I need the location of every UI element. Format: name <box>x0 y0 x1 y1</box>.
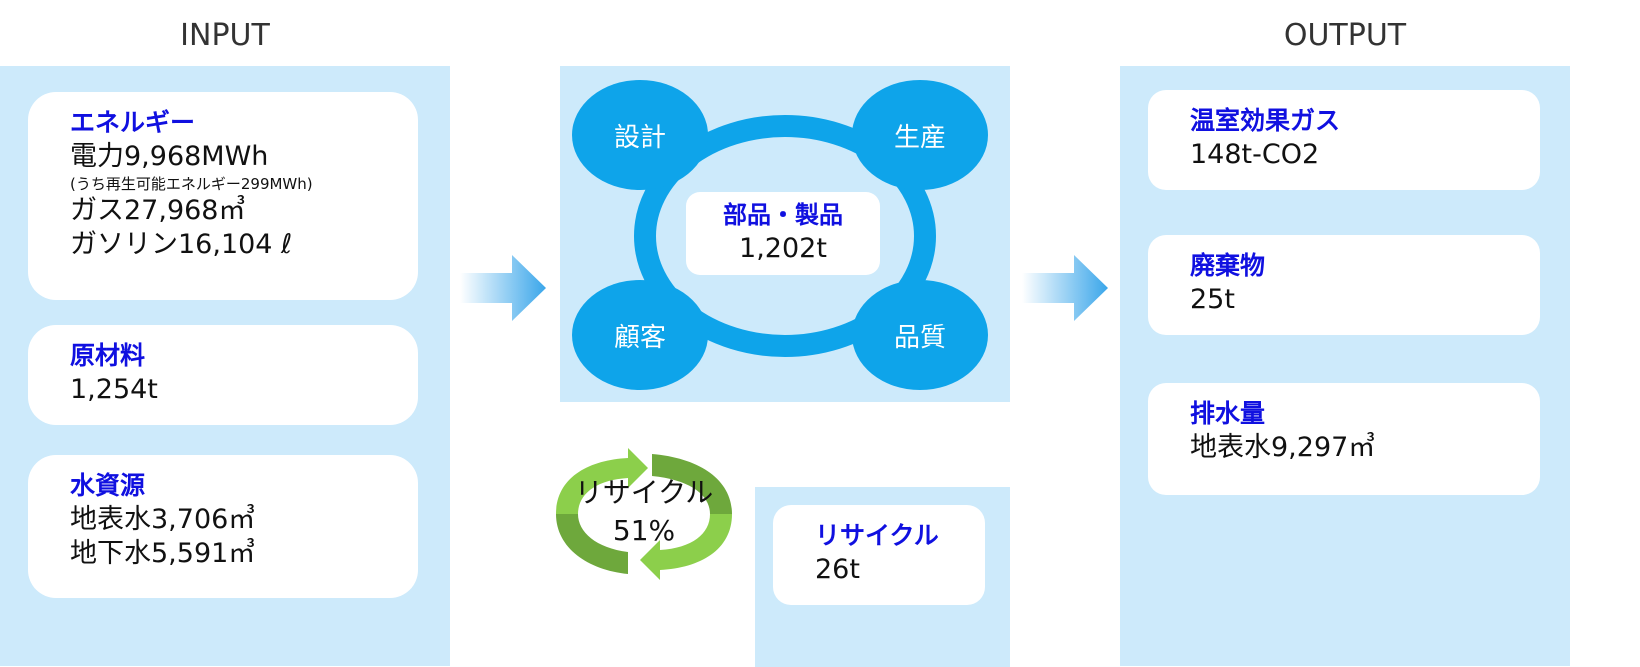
ghg-value: 148t-CO2 <box>1190 139 1320 170</box>
water-card: 水資源 地表水3,706㎥ 地下水5,591㎥ <box>28 455 418 598</box>
wastewater-value: 地表水9,297㎥ <box>1190 432 1376 463</box>
recycle-rate-label: リサイクル <box>574 476 714 509</box>
water-heading: 水資源 <box>70 471 146 500</box>
waste-heading: 廃棄物 <box>1190 251 1266 280</box>
product-heading: 部品・製品 <box>723 201 843 229</box>
energy-card: エネルギー 電力9,968MWh (うち再生可能エネルギー299MWh) ガス2… <box>28 92 418 300</box>
cycle-production: 生産 <box>852 80 988 190</box>
cycle-customer: 顧客 <box>572 280 708 390</box>
gasoline-value: ガソリン16,104 ℓ <box>70 229 293 260</box>
electricity-value: 電力9,968MWh <box>70 141 269 172</box>
product-value: 1,202t <box>739 233 827 264</box>
arrow-right-icon <box>460 255 546 321</box>
wastewater-card: 排水量 地表水9,297㎥ <box>1148 383 1540 495</box>
recycle-rate-value: 51% <box>612 514 676 547</box>
waste-card: 廃棄物 25t <box>1148 235 1540 335</box>
cycle-design: 設計 <box>572 80 708 190</box>
gas-value: ガス27,968㎥ <box>70 195 246 226</box>
input-title: INPUT <box>180 18 270 53</box>
materials-value: 1,254t <box>70 374 158 405</box>
waste-value: 25t <box>1190 284 1235 315</box>
surface-water-value: 地表水3,706㎥ <box>70 504 256 535</box>
materials-heading: 原材料 <box>70 341 146 370</box>
ghg-card: 温室効果ガス 148t-CO2 <box>1148 90 1540 190</box>
ghg-heading: 温室効果ガス <box>1190 106 1341 135</box>
arrow-right-icon <box>1022 255 1108 321</box>
recycle-card: リサイクル 26t <box>773 505 985 605</box>
energy-heading: エネルギー <box>70 108 196 137</box>
recycle-rate: リサイクル 51% <box>548 474 740 550</box>
cycle-quality: 品質 <box>852 280 988 390</box>
ground-water-value: 地下水5,591㎥ <box>70 538 256 569</box>
wastewater-heading: 排水量 <box>1190 399 1266 428</box>
recycle-arrows-icon <box>556 448 732 580</box>
materials-card: 原材料 1,254t <box>28 325 418 425</box>
product-card: 部品・製品 1,202t <box>686 192 880 275</box>
output-title: OUTPUT <box>1283 18 1407 53</box>
cycle-ring <box>634 115 936 357</box>
renewable-value: (うち再生可能エネルギー299MWh) <box>70 175 313 193</box>
recycle-value: 26t <box>815 554 860 585</box>
recycle-heading: リサイクル <box>815 521 939 550</box>
